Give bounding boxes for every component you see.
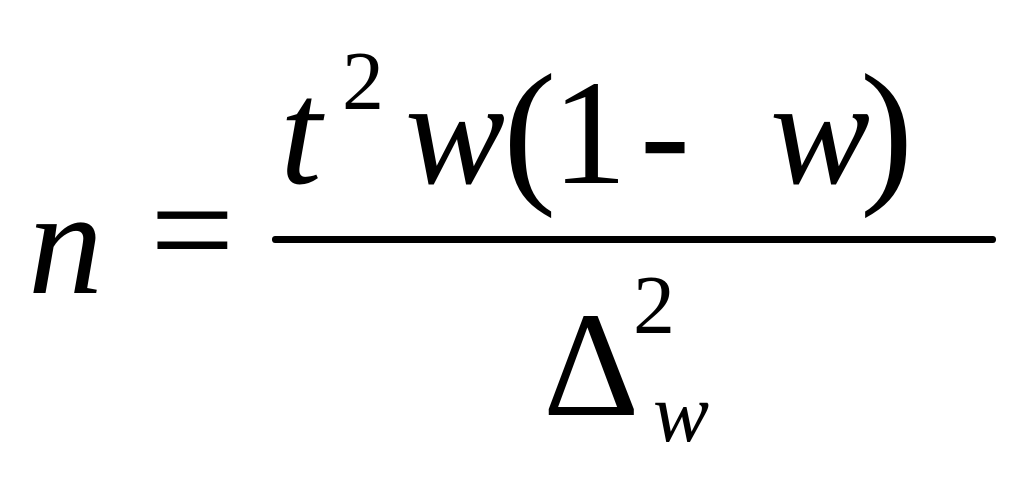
lhs-variable: n [28,160,103,326]
numerator-close-paren: ) [860,41,914,219]
numerator-open-paren: ( [503,41,557,219]
numerator-t: t [280,50,322,216]
denominator-delta: Δ [543,282,640,448]
fraction-bar [272,236,996,243]
numerator-t-exponent: 2 [342,35,384,128]
denominator-subscript: w [653,367,710,460]
numerator-minus: - [640,50,690,216]
denominator-exponent: 2 [633,259,675,352]
equals-sign: = [150,147,235,313]
numerator-one: 1 [552,50,627,216]
numerator-w-inner: w [770,50,871,216]
numerator-w: w [405,50,506,216]
